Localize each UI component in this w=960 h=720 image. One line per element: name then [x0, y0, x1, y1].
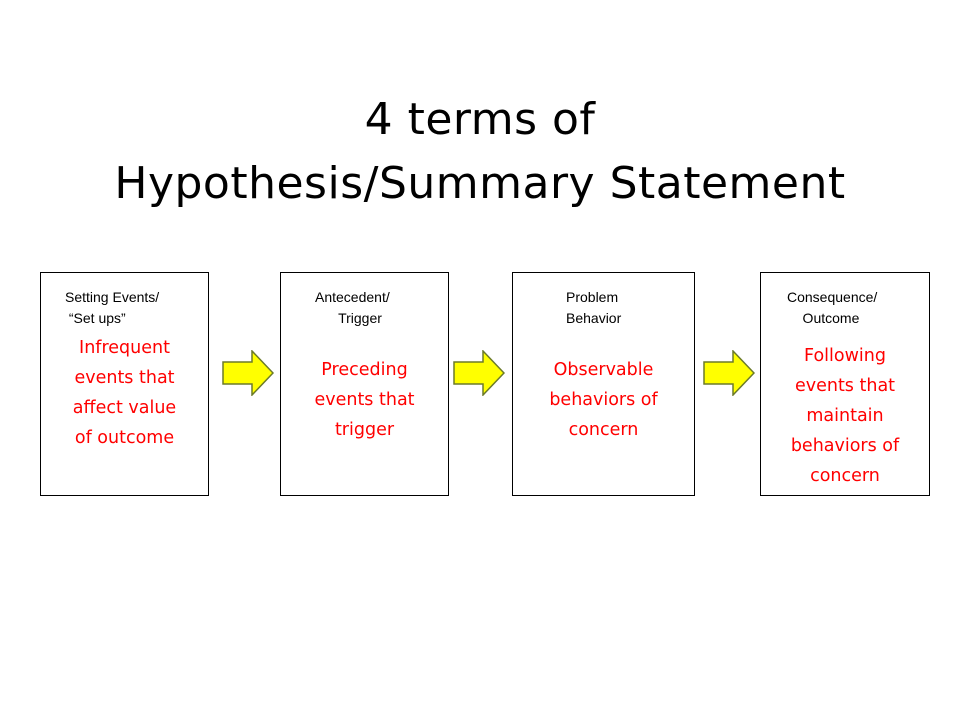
slide-title: 4 terms of Hypothesis/Summary Statement	[0, 88, 960, 216]
term-description-problem-behavior: Observable behaviors of concern	[549, 360, 658, 440]
arrow-shape	[222, 350, 274, 396]
arrow-shape	[703, 350, 755, 396]
term-heading-antecedent: Antecedent/ Trigger	[315, 289, 390, 326]
slide-title-line-1: 4 terms of	[364, 94, 596, 145]
term-heading-consequence: Consequence/ Outcome	[787, 289, 878, 326]
term-description-consequence: Following events that maintain behaviors…	[790, 346, 900, 486]
term-heading-problem-behavior: Problem Behavior	[566, 289, 622, 326]
term-box-setting-events: Setting Events/ “Set ups” Infrequent eve…	[40, 272, 209, 496]
term-heading-setting-events: Setting Events/ “Set ups”	[65, 289, 160, 326]
right-arrow-icon	[222, 350, 274, 396]
term-description-setting-events: Infrequent events that affect value of o…	[72, 338, 177, 448]
right-arrow-icon	[453, 350, 505, 396]
term-box-problem-behavior: Problem Behavior Observable behaviors of…	[512, 272, 695, 496]
arrow-shape	[453, 350, 505, 396]
term-box-consequence: Consequence/ Outcome Following events th…	[760, 272, 930, 496]
slide-title-line-2: Hypothesis/Summary Statement	[114, 158, 846, 209]
right-arrow-icon	[703, 350, 755, 396]
term-box-antecedent: Antecedent/ Trigger Preceding events tha…	[280, 272, 449, 496]
term-description-antecedent: Preceding events that trigger	[314, 360, 415, 440]
